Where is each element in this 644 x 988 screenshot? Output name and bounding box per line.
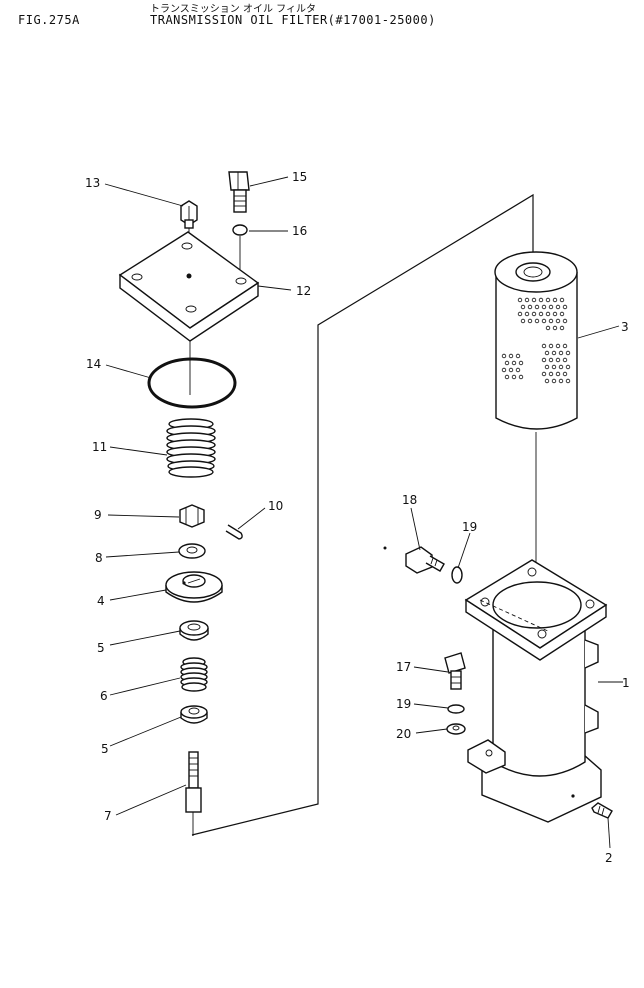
part-18-bolt [405,546,445,574]
part-9-castle-nut [179,504,205,528]
callout-7: 7 [104,809,112,823]
assembly-boundary-line [191,193,534,836]
callout-10: 10 [268,499,283,513]
part-8-washer [178,543,206,559]
callout-19-upper: 19 [462,520,477,534]
leader-lines [104,176,623,849]
part-7-bolt [185,751,202,836]
part-19-washer-upper [451,566,463,584]
callout-5-upper: 5 [97,641,105,655]
callout-17: 17 [396,660,411,674]
callout-19-lower: 19 [396,697,411,711]
part-19-washer-lower [447,704,465,714]
figure-number: FIG.275A [18,13,80,27]
callout-8: 8 [95,551,103,565]
part-10-cotter-pin [225,524,243,540]
callout-4: 4 [97,594,105,608]
diagram-title: TRANSMISSION OIL FILTER(#17001-25000) [150,13,436,27]
callout-15: 15 [292,170,307,184]
callout-9: 9 [94,508,102,522]
callout-3: 3 [621,320,629,334]
part-3-filter-element [494,251,578,430]
part-5-seat-upper [179,620,209,641]
filter-perforations [501,297,571,384]
part-5-seat-lower [180,705,208,724]
part-17-bolt [444,652,466,690]
stray-mark [383,546,387,550]
part-15-bolt [228,171,250,213]
callout-20: 20 [396,727,411,741]
callout-5-lower: 5 [101,742,109,756]
part-12-cover [118,231,260,342]
part-6-spring [180,657,208,692]
callout-18: 18 [402,493,417,507]
callout-11: 11 [92,440,107,454]
part-2-drain-plug [591,802,613,819]
callout-16: 16 [292,224,307,238]
japanese-title: トランスミッション オイル フィルタ [150,4,316,15]
part-1-housing [464,559,608,823]
callout-14: 14 [86,357,101,371]
part-14-o-ring [147,357,237,409]
callout-labels: 1 2 3 4 5 6 5 7 8 9 10 11 12 13 14 15 16… [85,170,630,865]
callout-1: 1 [622,676,630,690]
part-13-plug [180,200,198,229]
callout-2: 2 [605,851,613,865]
callout-12: 12 [296,284,311,298]
part-20-washer [446,723,466,735]
callout-13: 13 [85,176,100,190]
part-16-washer [232,224,248,236]
callout-6: 6 [100,689,108,703]
part-11-spring [166,418,216,478]
part-4-valve [165,571,223,603]
